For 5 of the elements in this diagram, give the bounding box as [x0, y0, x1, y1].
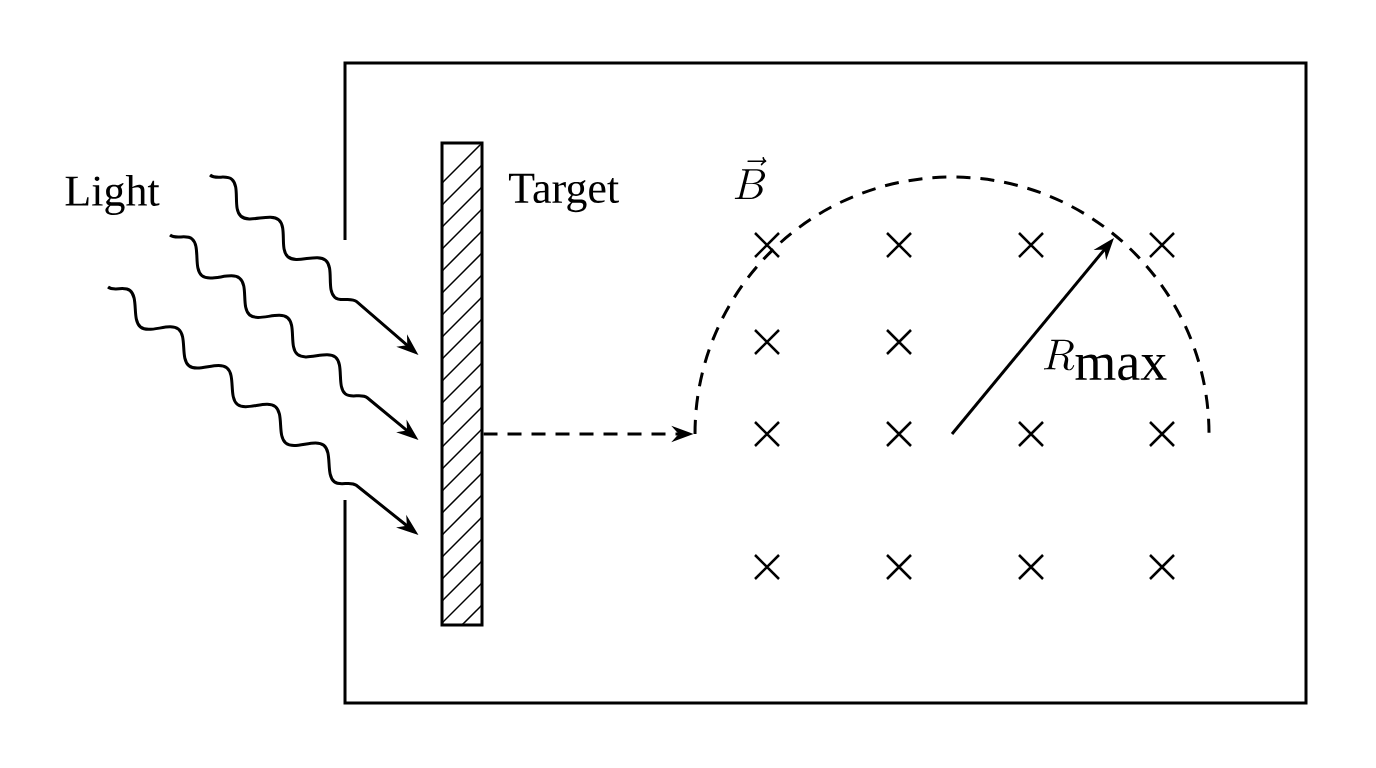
field-label: $\vec{B}$	[734, 156, 767, 199]
node-label: Target	[508, 173, 619, 213]
target-plate: Target	[440, 141, 619, 627]
light-label: Light	[65, 175, 160, 215]
radius-label: $R_{\max}$	[1044, 339, 1167, 381]
